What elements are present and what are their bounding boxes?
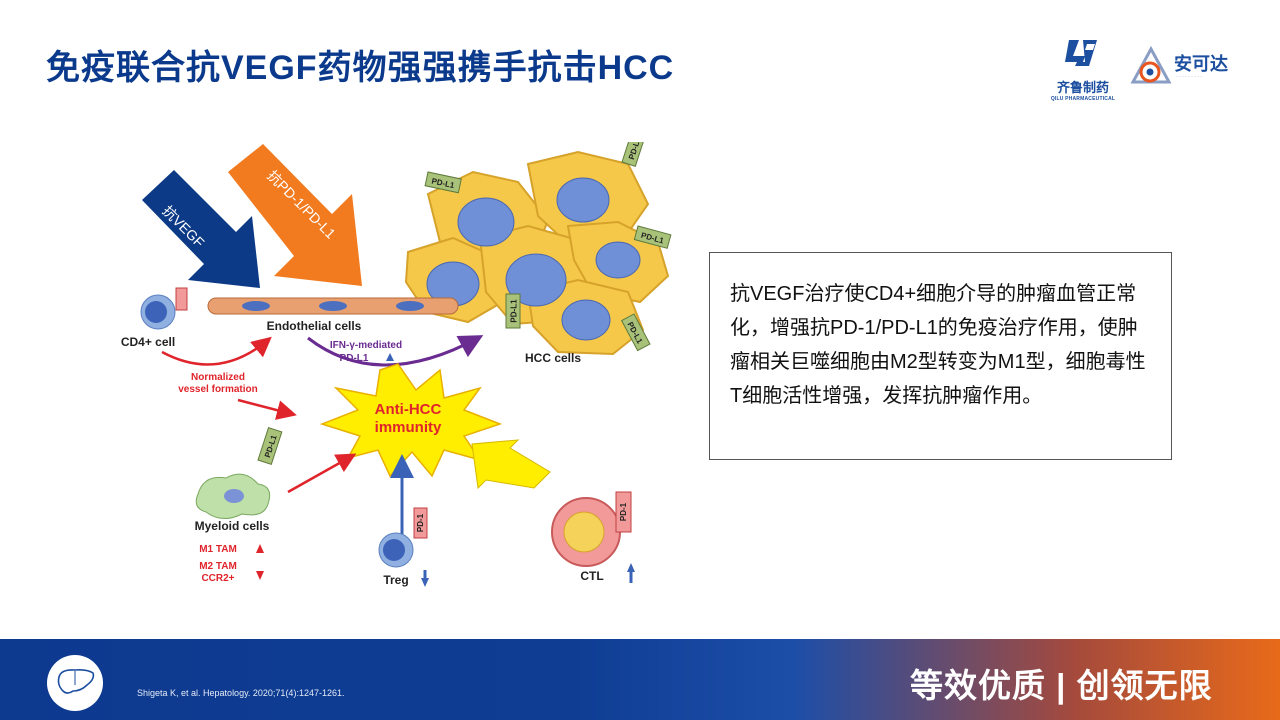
cd4-label: CD4+ cell [121, 335, 175, 349]
up-arrow-icon [386, 353, 394, 361]
qilu-logo-cn: 齐鲁制药 [1056, 80, 1109, 95]
treg-cell: PD-1 [378, 507, 428, 568]
ifn-label-1: IFN-γ-mediated [330, 340, 402, 351]
mechanism-diagram-svg: PD-L1 PD-L1 PD-L1 PD-L1 PD-L1 [121, 129, 672, 587]
anti-hcc-starburst [319, 363, 503, 478]
down-arrow-icon [256, 571, 264, 580]
mechanism-diagram: PD-L1 PD-L1 PD-L1 PD-L1 PD-L1 [108, 129, 694, 598]
ankeda-logo-slogan: ········· [1176, 74, 1203, 80]
myeloid-label: Myeloid cells [195, 519, 270, 533]
ankeda-logo-mark-icon [1130, 46, 1172, 84]
pd1-tag: PD-1 [619, 502, 628, 521]
up-arrow-icon [627, 563, 635, 572]
up-arrow-icon [256, 544, 264, 553]
ifn-label-2: PD-L1 [340, 353, 369, 364]
footer-slogan: 等效优质 | 创领无限 [910, 667, 1213, 704]
myeloid-cell: PD-L1 [195, 427, 283, 519]
qilu-logo: 齐鲁制药 QILU PHARMACEUTICAL [1048, 36, 1118, 102]
footer-bar [0, 639, 1280, 720]
pdl1-tag: PD-L1 [510, 299, 519, 323]
m2-label: M2 TAM [199, 561, 237, 572]
vessel-to-immunity-arrow [237, 398, 297, 420]
qilu-logo-en: QILU PHARMACEUTICAL [1050, 96, 1116, 102]
qilu-logo-mark-icon [1065, 40, 1097, 66]
anti-hcc-label-2: immunity [375, 419, 442, 436]
m1-label: M1 TAM [199, 544, 237, 555]
treg-label: Treg [383, 573, 408, 587]
description-text: 抗VEGF治疗使CD4+细胞介导的肿瘤血管正常化，增强抗PD-1/PD-L1的免… [730, 283, 1146, 407]
ctl-label: CTL [580, 569, 603, 583]
normalized-arrow [161, 336, 272, 366]
ankeda-logo-cn: 安可达 [1174, 54, 1228, 74]
down-arrow-icon [421, 578, 429, 587]
ccr2-label: CCR2+ [201, 573, 234, 584]
liver-badge [47, 655, 103, 711]
normalized-label-2: vessel formation [178, 384, 257, 395]
endothelial-label: Endothelial cells [267, 319, 362, 333]
ctl-arrow [471, 439, 551, 490]
normalized-label-1: Normalized [191, 372, 245, 383]
ifn-arrow [307, 335, 484, 367]
liver-icon [57, 669, 95, 694]
cd4-cell [140, 287, 188, 330]
slide-title: 免疫联合抗VEGF药物强强携手抗击HCC [46, 49, 675, 87]
hcc-pdl1-tags: PD-L1 PD-L1 PD-L1 PD-L1 PD-L1 [424, 129, 672, 352]
ctl-cell: PD-1 [551, 491, 632, 567]
myeloid-to-immunity-arrow [287, 453, 357, 494]
ankeda-logo: 安可达 ········· [1130, 46, 1250, 90]
hcc-label: HCC cells [525, 351, 581, 365]
citation: Shigeta K, et al. Hepatology. 2020;71(4)… [137, 688, 345, 698]
pd1-tag: PD-1 [416, 513, 425, 532]
endothelial-cells [207, 297, 459, 315]
anti-hcc-label-1: Anti-HCC [375, 401, 442, 418]
description-box: 抗VEGF治疗使CD4+细胞介导的肿瘤血管正常化，增强抗PD-1/PD-L1的免… [709, 252, 1172, 460]
